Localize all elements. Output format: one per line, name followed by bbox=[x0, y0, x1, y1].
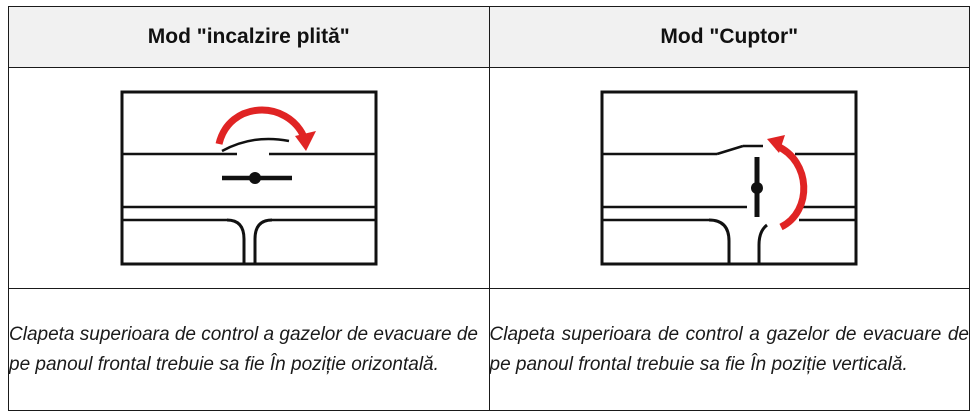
illustration-cell-oven bbox=[488, 67, 970, 289]
damper-vertical-diagram-icon bbox=[600, 90, 858, 266]
header-hob-mode: Mod "incalzire plită" bbox=[8, 6, 490, 68]
caption-oven-mode: Clapeta superioara de control a gazelor … bbox=[488, 288, 970, 411]
header-oven-mode: Mod "Cuptor" bbox=[488, 6, 970, 68]
illustration-cell-hob bbox=[8, 67, 490, 289]
mode-table: Mod "incalzire plită" Mod "Cuptor" bbox=[8, 6, 970, 411]
damper-horizontal-diagram-icon bbox=[120, 90, 378, 266]
caption-hob-mode: Clapeta superioara de control a gazelor … bbox=[8, 288, 490, 411]
